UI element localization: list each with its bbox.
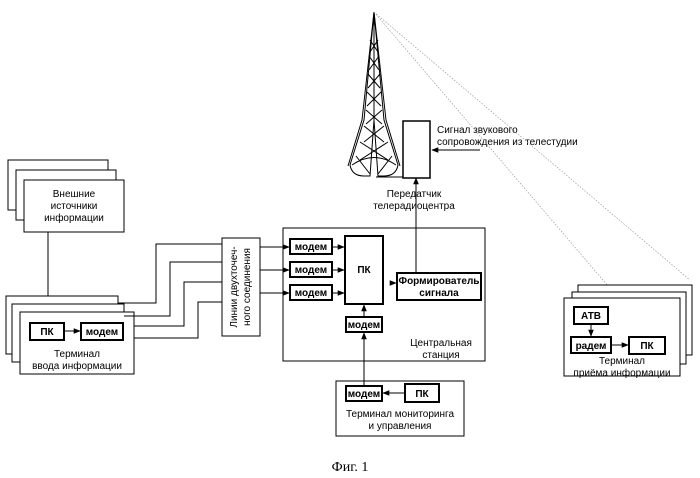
input-terminal-label-2: ввода информации <box>32 360 122 372</box>
monitoring-modem-label: модем <box>348 389 380 400</box>
input-terminal-label-1: Терминал <box>54 349 100 360</box>
signal-shaper-label-2: сигнала <box>419 288 459 299</box>
central-bottom-modem-label: модем <box>348 320 380 331</box>
receive-terminal-label-1: Терминал <box>599 356 645 367</box>
monitoring-terminal-label-2: и управления <box>369 421 432 432</box>
external-sources-line2: источники <box>51 201 98 212</box>
central-modem-1-label: модем <box>295 242 327 253</box>
central-station-label-1: Центральная <box>410 338 472 349</box>
tv-tower-icon <box>348 12 400 176</box>
input-pc-label: ПК <box>40 327 54 338</box>
signal-shaper-label-1: Формирователь <box>399 276 480 287</box>
central-modem-3-label: модем <box>295 288 327 299</box>
lines-label-1: Линии двухточеч- <box>229 246 240 327</box>
transmitter-box <box>403 121 430 178</box>
input-modem-label: модем <box>86 327 118 338</box>
receive-atv-label: АТВ <box>581 311 601 322</box>
external-sources-line1: Внешние <box>53 189 96 200</box>
audio-signal-label-1: Сигнал звукового <box>437 125 518 136</box>
transmitter-label-2: телерадиоцентра <box>373 201 455 212</box>
central-pc-label: ПК <box>357 265 371 276</box>
receive-pc-label: ПК <box>640 341 654 352</box>
monitoring-pc-label: ПК <box>415 389 429 400</box>
lines-label-2: ного соединения <box>242 248 253 326</box>
central-modem-2-label: модем <box>295 265 327 276</box>
point-to-point-lines-box <box>222 238 260 336</box>
figure-caption: Фиг. 1 <box>332 460 369 475</box>
external-sources-line3: информации <box>44 212 104 224</box>
transmitter-label-1: Передатчик <box>387 189 442 200</box>
central-station-label-2: станция <box>422 350 459 361</box>
receive-radem-label: радем <box>576 341 607 352</box>
monitoring-terminal-label-1: Терминал мониторинга <box>346 409 455 420</box>
receive-terminal-label-2: приёма информации <box>573 367 670 379</box>
audio-signal-label-2: сопровождения из телестудии <box>437 137 578 148</box>
